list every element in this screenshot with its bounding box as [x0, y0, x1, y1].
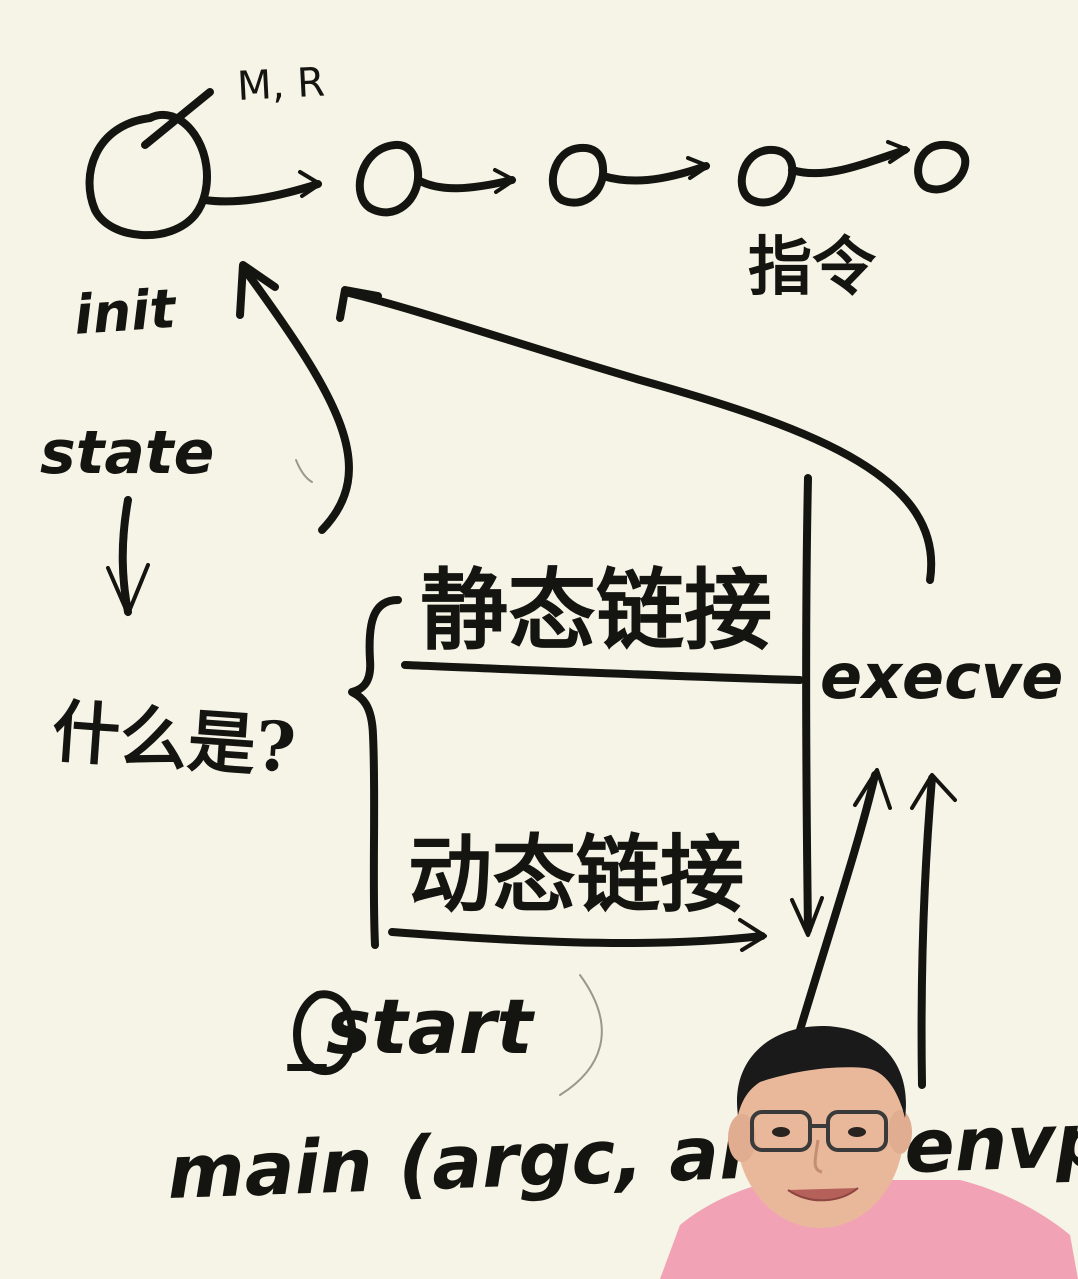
state-circle-4: [914, 140, 970, 194]
presenter-hair: [736, 1025, 906, 1118]
static-underline: [401, 661, 804, 684]
up-arrow-2: [917, 774, 936, 1089]
presenter-shirt: [660, 1180, 1078, 1279]
presenter-glasses: [750, 1110, 888, 1152]
presenter-webcam: [660, 1025, 1078, 1279]
state-circle-1: [355, 140, 423, 217]
state-label: state: [40, 418, 215, 488]
return-arrow-static: [241, 266, 353, 534]
vertical-arrow-execve: [802, 474, 812, 934]
chain-arrow-4: [788, 146, 909, 178]
state-circle-2: [548, 143, 608, 207]
start-circle: [293, 990, 357, 1076]
dynamic-underline: [388, 928, 766, 947]
up-arrow-1: [796, 771, 879, 1034]
what-is-label: 什么是?: [49, 691, 299, 789]
chain-arrow-3: [599, 162, 710, 185]
start-label: _start: [288, 982, 533, 1071]
brace: [348, 596, 402, 949]
execve-label: execve: [820, 640, 1064, 713]
return-arrow-execve: [341, 288, 936, 584]
instructions-label: 指令: [748, 230, 876, 305]
init-label: init: [72, 276, 178, 347]
chain-arrow-2: [414, 176, 516, 193]
mr-label: M, R: [236, 59, 327, 110]
static-link-label: 静态链接: [420, 558, 773, 662]
dynamic-link-label: 动态链接: [408, 825, 745, 924]
chain-arrow-1: [201, 180, 322, 206]
initial-state-tick: [141, 88, 214, 149]
initial-state-circle: [85, 110, 211, 239]
down-arrow-state: [118, 496, 132, 616]
state-circle-3: [737, 145, 797, 207]
presenter-face: [736, 1032, 904, 1228]
